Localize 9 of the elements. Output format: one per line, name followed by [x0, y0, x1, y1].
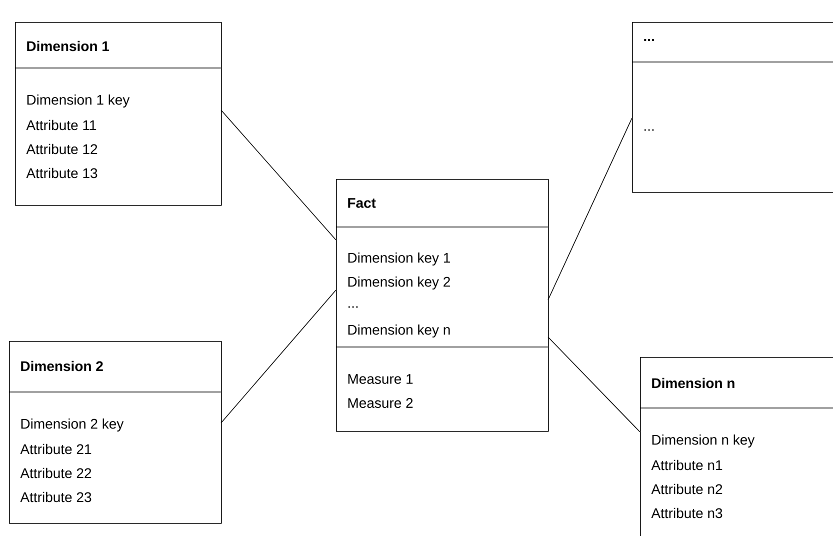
table-box: Dimension 2 Dimension 2 key Attribute 21 Attribute 22 Attribute 23	[8, 341, 222, 524]
connector-line	[220, 110, 336, 240]
table-box: ... ...	[632, 22, 833, 193]
table-box: Fact Dimension key 1 Dimension key 2 ... Dimension key n Measure 1 Measure 2	[336, 179, 549, 432]
table-box: Dimension n Dimension n key Attribute n1 Attribute n2 Attribute n3	[640, 357, 833, 536]
connector-line	[548, 336, 640, 432]
connector-line	[220, 290, 336, 424]
table-box: Dimension 1 Dimension 1 key Attribute 11 Attribute 12 Attribute 13	[14, 22, 222, 206]
connector-line	[548, 118, 632, 300]
